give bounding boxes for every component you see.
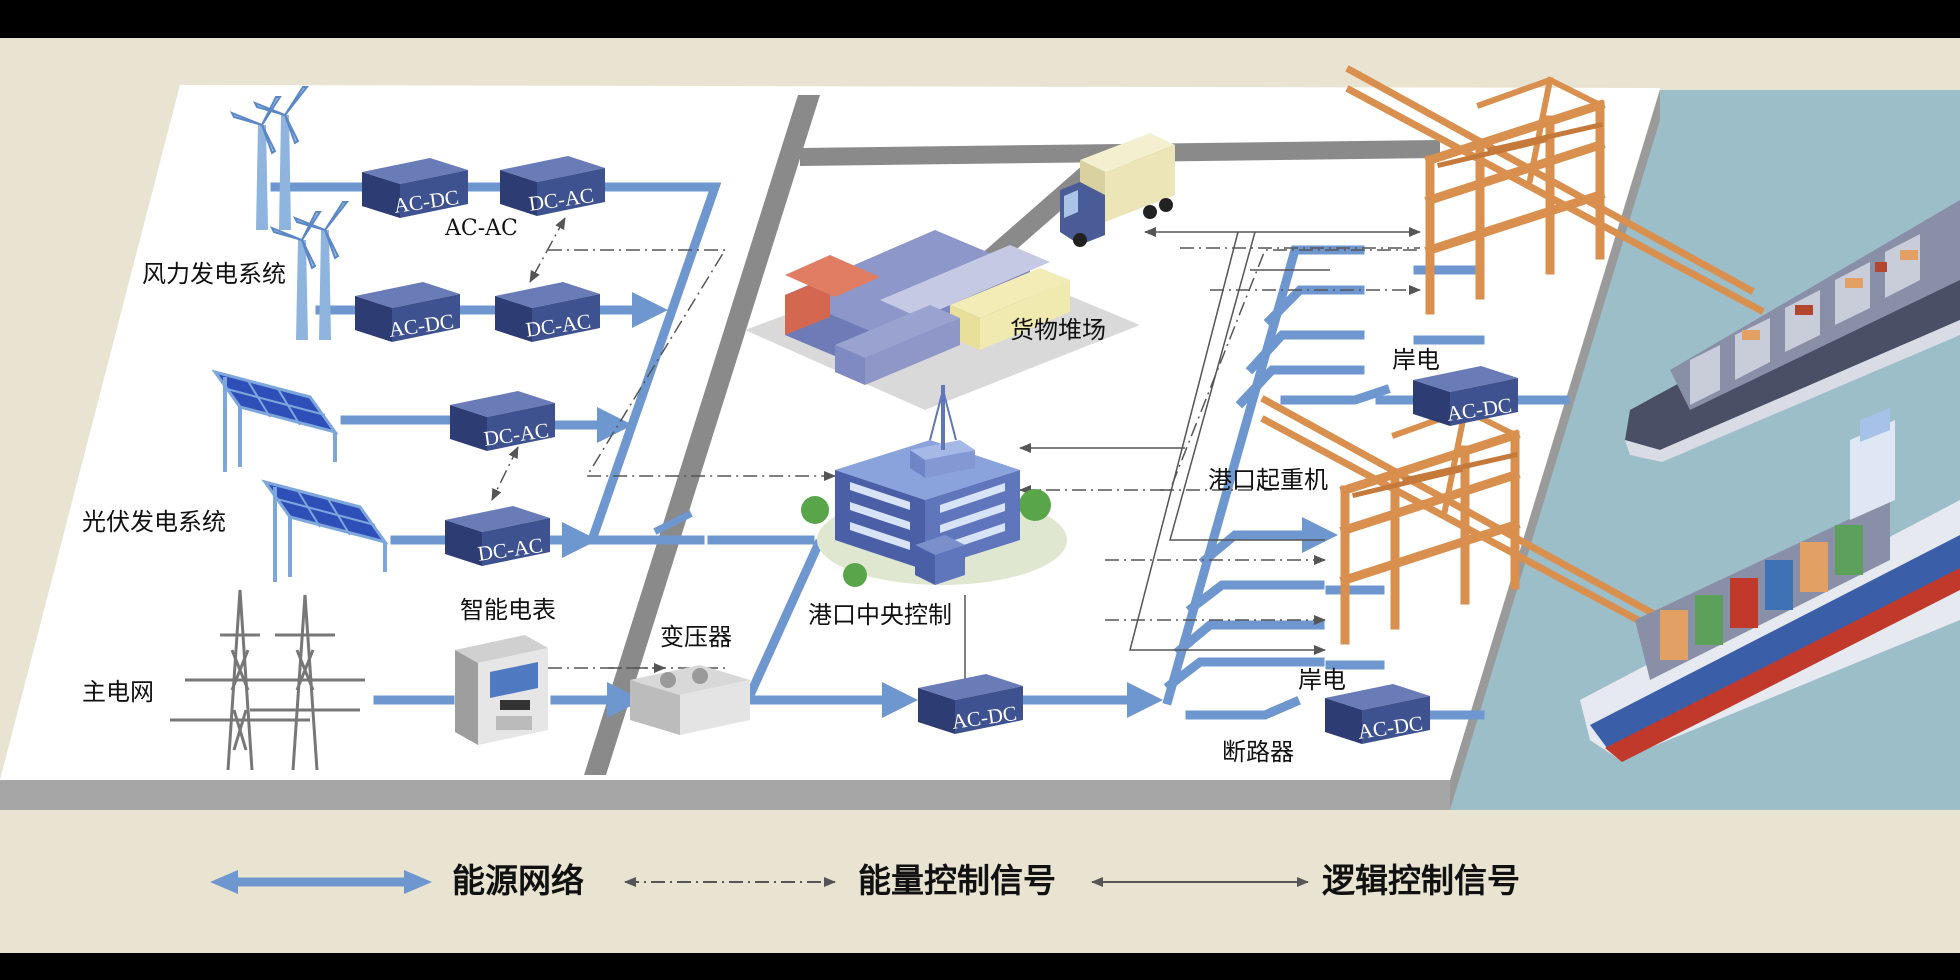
legend-energy-control-label: 能量控制信号 [858, 861, 1056, 900]
converter-acdc-shore-2 [1325, 684, 1430, 744]
legend-energy-network-line [210, 870, 432, 894]
crane-label: 港口起重机 [1208, 466, 1328, 494]
smart-meter-icon [455, 635, 548, 745]
converter-acdc-wind-2 [355, 282, 460, 342]
transformer-label: 变压器 [660, 623, 732, 651]
converter-acdc-shore-1 [1413, 366, 1518, 426]
port-platform [0, 85, 1660, 810]
logic-control-lines [964, 227, 1421, 680]
control-building-icon [801, 385, 1067, 587]
converter-dcac-pv-1 [450, 391, 555, 451]
solar-panel-icon [211, 369, 389, 582]
truck-icon [1060, 133, 1175, 247]
legend-energy-network-label: 能源网络 [452, 861, 584, 900]
cargo-yard-label: 货物堆场 [1010, 316, 1106, 344]
smart-meter-label: 智能电表 [460, 596, 556, 624]
container-yard-icon [745, 230, 1140, 410]
container-ship-icon [1580, 200, 1960, 762]
wind-system-label: 风力发电系统 [142, 260, 286, 288]
converter-boxes [355, 156, 1518, 744]
converter-dcac-wind-1 [500, 156, 605, 216]
legend-logic-control-label: 逻辑控制信号 [1322, 861, 1520, 900]
converter-dcac-wind-2 [495, 282, 600, 342]
wind-turbine-icon [229, 86, 350, 340]
control-center-label: 港口中央控制 [808, 601, 952, 629]
main-grid-label: 主电网 [82, 678, 154, 706]
transformer-icon [630, 665, 750, 735]
shore-power-2-label: 岸电 [1298, 666, 1346, 694]
gantry-crane-icon [1260, 65, 1765, 645]
acac-label: AC-AC [445, 216, 518, 241]
converter-acdc-center [918, 674, 1023, 734]
pv-system-label: 光伏发电系统 [82, 508, 226, 536]
shore-power-1-label: 岸电 [1392, 346, 1440, 374]
power-tower-icon [170, 589, 365, 771]
converter-dcac-pv-2 [445, 506, 550, 566]
converter-acdc-wind-1 [362, 158, 468, 218]
breaker-label: 断路器 [1222, 738, 1294, 766]
